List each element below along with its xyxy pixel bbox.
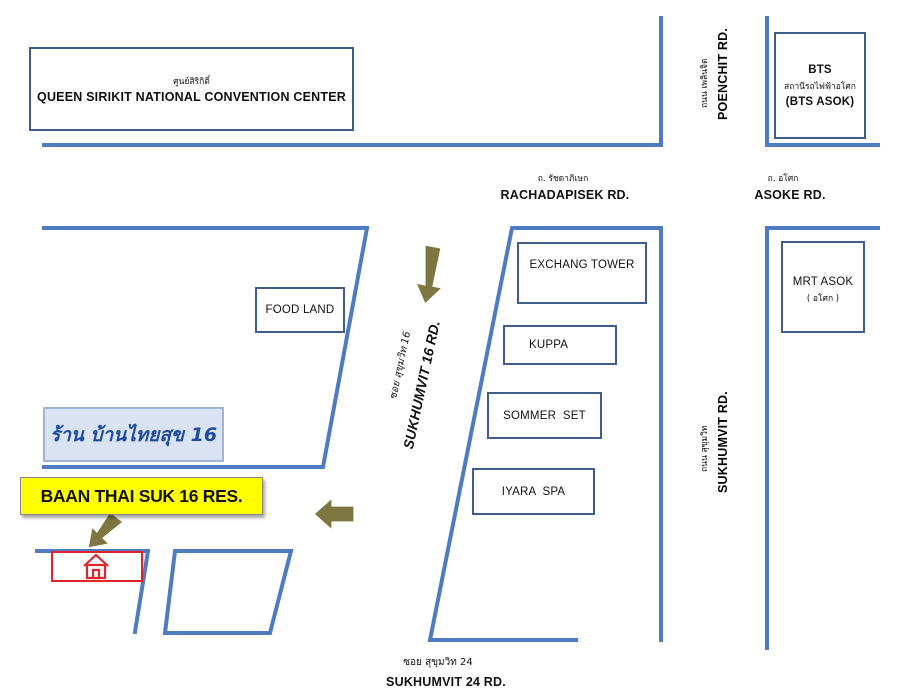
direction-arrow-down-left (87, 511, 124, 549)
restaurant-english-name: BAAN THAI SUK 16 RES. (40, 485, 243, 506)
exchange-tower-box: EXCHANG TOWER (517, 242, 647, 304)
sommer-set-label: SOMMER SET (503, 409, 586, 422)
restaurant-thai-name-label: ร้าน บ้านไทยสุข 16 (43, 407, 224, 462)
rachadapisek-english: RACHADAPISEK RD. (500, 188, 630, 202)
mrt-label: MRT ASOK (792, 276, 854, 288)
rachadapisek-thai: ถ. รัชดาภิเษก (537, 174, 589, 184)
exchange-tower-label: EXCHANG TOWER (529, 259, 635, 271)
road-block-fooodland (42, 226, 370, 469)
bts-thai-label: สถานีรถไฟฟ้าอโศก (784, 81, 856, 92)
direction-arrow-left (313, 496, 355, 532)
mrt-thai-label: ( อโศก ) (806, 294, 840, 304)
sukhumvit24-thai: ซอย สุขุมวิท 24 (403, 657, 473, 668)
kuppa-box: KUPPA (503, 325, 617, 365)
road-sukhumvit16-east-edge (427, 226, 663, 642)
bts-asok-label: (BTS ASOK) (785, 95, 855, 108)
iyara-spa-box: IYARA SPA (472, 468, 595, 515)
mrt-station-box: MRT ASOK ( อโศก ) (781, 241, 865, 333)
food-land-label: FOOD LAND (265, 304, 335, 316)
asoke-thai: ถ. อโศก (767, 174, 799, 184)
bts-station-box: BTS สถานีรถไฟฟ้าอโศก (BTS ASOK) (774, 32, 866, 139)
food-land-box: FOOD LAND (255, 287, 345, 333)
sommer-set-box: SOMMER SET (487, 392, 602, 439)
kuppa-label: KUPPA (529, 339, 569, 351)
road-asoke-east-edge (765, 226, 880, 650)
asoke-english: ASOKE RD. (754, 188, 826, 202)
direction-arrow-down (414, 244, 444, 306)
restaurant-english-name-label: BAAN THAI SUK 16 RES. (20, 477, 263, 515)
convention-center-thai: ศูนย์สิริกิติ์ (173, 77, 210, 87)
convention-center-box: ศูนย์สิริกิติ์ QUEEN SIRIKIT NATIONAL CO… (29, 47, 354, 131)
road-south-center-block (162, 549, 294, 635)
convention-center-english: QUEEN SIRIKIT NATIONAL CONVENTION CENTER (37, 90, 346, 104)
road-north-edge (42, 16, 663, 147)
iyara-spa-label: IYARA SPA (501, 485, 566, 498)
bts-label: BTS (808, 63, 832, 76)
road-ploenchit-east-edge (765, 16, 880, 147)
restaurant-thai-name: ร้าน บ้านไทยสุข 16 (50, 423, 218, 446)
sukhumvit24-english: SUKHUMVIT 24 RD. (386, 675, 506, 689)
